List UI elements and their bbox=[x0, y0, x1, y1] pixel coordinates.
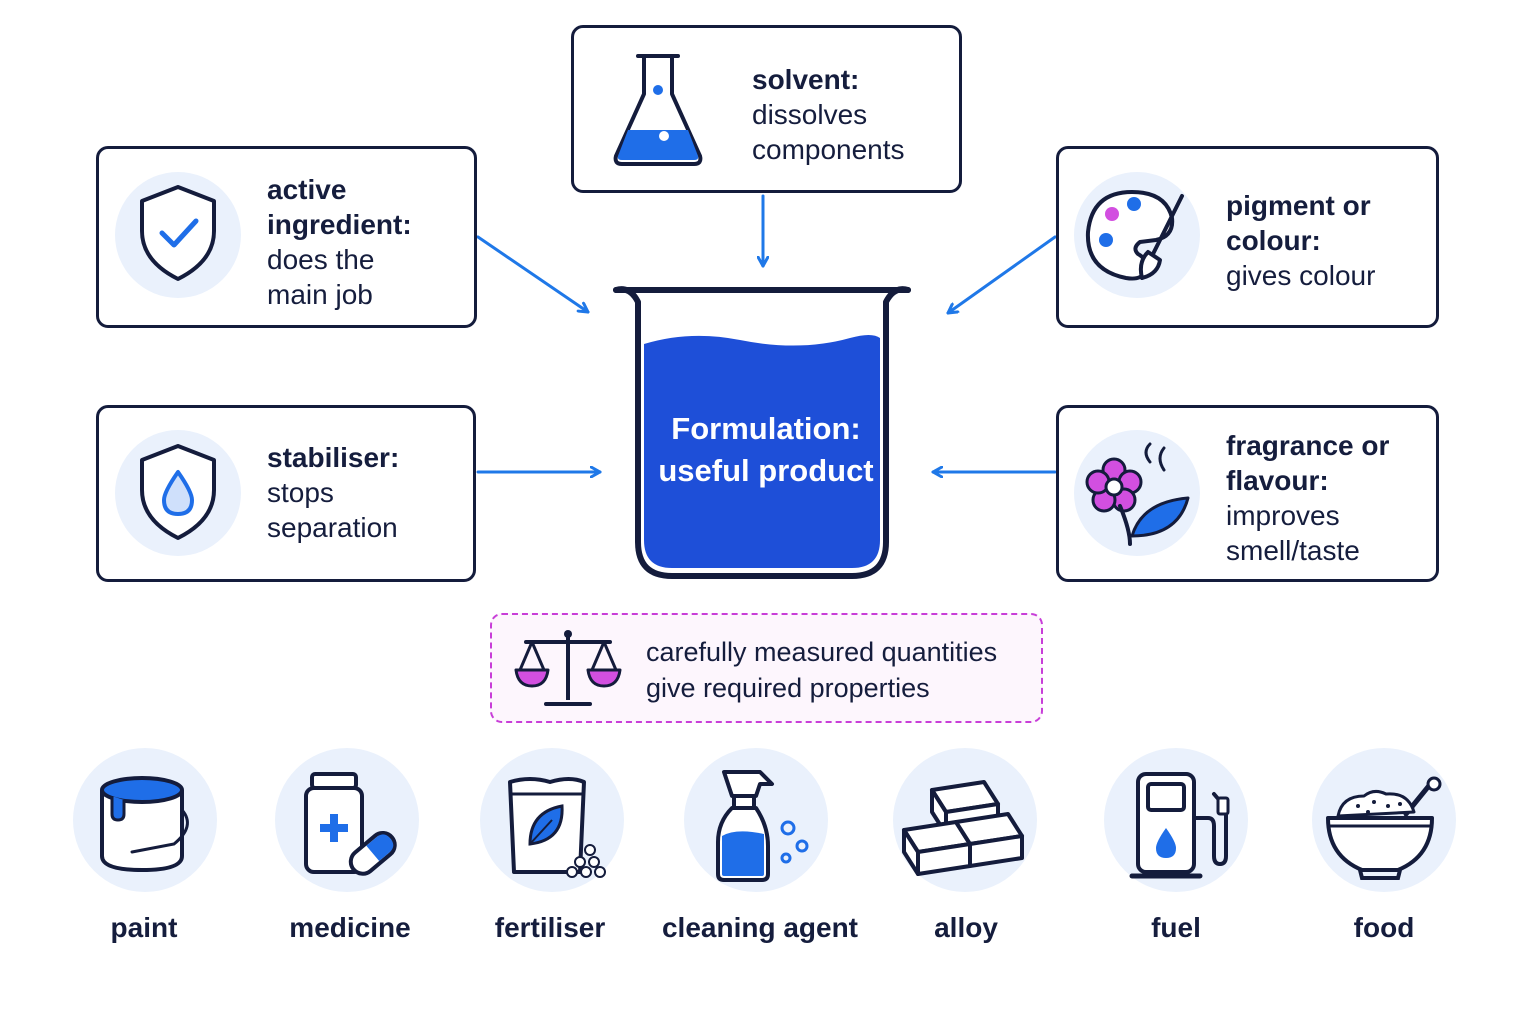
quantities-note-text: carefully measured quantities give requi… bbox=[646, 637, 998, 703]
solvent-label: solvent: dissolves components bbox=[752, 64, 905, 165]
balance-scale-icon bbox=[514, 630, 622, 706]
active-ingredient-label: active ingredient: does the main job bbox=[267, 174, 412, 310]
beaker-icon bbox=[613, 286, 911, 579]
shield-drop-icon bbox=[140, 444, 216, 540]
fragrance-label: fragrance or flavour: improves smell/tas… bbox=[1226, 430, 1390, 566]
product-label-paint: paint bbox=[110, 912, 178, 943]
active-ingredient-card bbox=[96, 146, 477, 328]
product-label-fertiliser: fertiliser bbox=[494, 912, 606, 943]
medicine-bottle-icon bbox=[304, 772, 397, 876]
paint-can-icon bbox=[100, 776, 189, 873]
shield-check-icon bbox=[140, 185, 216, 281]
product-label-food: food bbox=[1353, 912, 1415, 943]
food-bowl-icon bbox=[1326, 776, 1442, 880]
arrow-active bbox=[476, 235, 590, 314]
palette-icon bbox=[1085, 190, 1184, 281]
pigment-label: pigment or colour: gives colour bbox=[1226, 190, 1376, 291]
fertiliser-bag-icon bbox=[508, 777, 606, 878]
product-label-medicine: medicine bbox=[289, 912, 411, 943]
spray-bottle-icon bbox=[716, 770, 809, 882]
product-label-fuel: fuel bbox=[1151, 912, 1201, 943]
formulation-label: Formulation: useful product bbox=[658, 411, 874, 488]
flower-icon bbox=[1085, 442, 1190, 546]
fuel-pump-icon bbox=[1129, 772, 1230, 879]
product-label-cleaning-agent: cleaning agent bbox=[661, 912, 859, 943]
product-label-alloy: alloy bbox=[934, 912, 998, 943]
flask-icon bbox=[613, 54, 703, 166]
arrow-pigment bbox=[946, 235, 1057, 315]
stabiliser-label: stabiliser: stops separation bbox=[267, 442, 400, 543]
metal-bars-icon bbox=[902, 780, 1024, 876]
